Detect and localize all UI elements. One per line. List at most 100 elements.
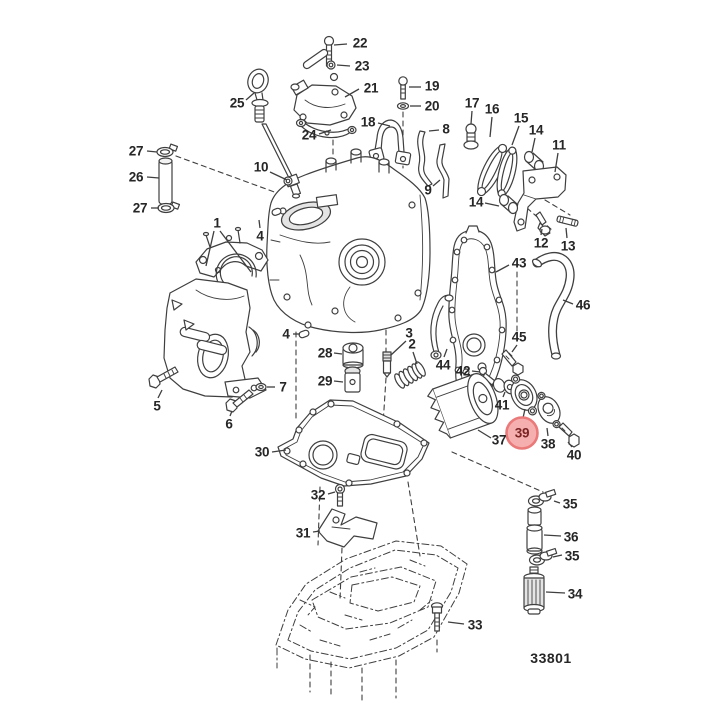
- leader-line: [565, 227, 568, 239]
- callout-5: 5: [153, 398, 161, 414]
- leader-line: [511, 344, 518, 353]
- leader-line: [471, 370, 481, 373]
- top-bracket-assembly-drawing: [290, 35, 357, 139]
- callout-27: 27: [128, 143, 144, 159]
- callout-37: 37: [491, 432, 507, 448]
- leader-line: [477, 429, 492, 439]
- callout-34: 34: [567, 586, 583, 602]
- leader-line: [567, 441, 573, 448]
- callout-17: 17: [464, 95, 480, 111]
- callout-45: 45: [511, 329, 527, 345]
- leader-line: [489, 116, 493, 138]
- oil-pan-drawing: [275, 540, 468, 669]
- oil-tube-drawing: [156, 143, 181, 214]
- leader-line: [146, 176, 160, 179]
- leader-line: [428, 129, 440, 132]
- oil-filter-drawing: [427, 373, 499, 439]
- callout-23: 23: [354, 58, 370, 74]
- callout-20: 20: [424, 98, 440, 114]
- callout-13: 13: [560, 238, 576, 254]
- callout-4: 4: [282, 326, 290, 342]
- callout-40: 40: [566, 447, 582, 463]
- leader-line: [531, 137, 536, 153]
- callout-33: 33: [467, 617, 483, 633]
- leader-line: [412, 351, 418, 365]
- callout-8: 8: [442, 121, 450, 137]
- leader-line: [432, 179, 441, 187]
- callout-11: 11: [552, 137, 566, 153]
- callout-16: 16: [484, 101, 500, 117]
- leader-line: [318, 129, 332, 135]
- leader-line: [269, 171, 288, 181]
- callout-29: 29: [317, 373, 333, 389]
- hose-drawing: [531, 252, 575, 360]
- filter-adapter-drawing: [510, 374, 580, 448]
- callout-41: 41: [494, 397, 510, 413]
- callout-9: 9: [424, 182, 432, 198]
- powerhead-base-drawing: [163, 226, 269, 399]
- callout-46: 46: [575, 297, 591, 313]
- leader-line: [219, 230, 252, 273]
- leader-line: [336, 64, 351, 67]
- callout-14: 14: [528, 122, 544, 138]
- leader-line: [271, 449, 287, 453]
- leader-line: [245, 92, 255, 101]
- engine-block-drawing: [266, 148, 431, 334]
- leader-line: [205, 230, 215, 267]
- leader-line: [470, 110, 473, 125]
- callout-38: 38: [540, 436, 556, 452]
- callout-2: 2: [408, 336, 416, 352]
- callout-30: 30: [254, 444, 270, 460]
- leader-line: [543, 534, 562, 537]
- callout-28: 28: [317, 345, 333, 361]
- callout-15: 15: [513, 110, 529, 126]
- drawing-number: 33801: [530, 650, 572, 666]
- leader-line: [157, 389, 163, 399]
- leader-line: [333, 380, 344, 383]
- callout-32: 32: [310, 487, 326, 503]
- leader-line: [229, 410, 233, 417]
- callout-39: 39: [514, 425, 530, 441]
- leader-line: [312, 530, 321, 533]
- callout-14: 14: [468, 194, 484, 210]
- leader-line: [511, 125, 520, 146]
- leader-line: [390, 340, 407, 356]
- leader-line: [546, 427, 549, 437]
- callout-18: 18: [360, 114, 376, 130]
- callout-42: 42: [455, 363, 471, 379]
- callout-21: 21: [363, 80, 379, 96]
- callout-3: 3: [405, 325, 413, 341]
- bolt19-washer20-drawing: [396, 76, 410, 110]
- pump-cover-fasteners-drawing: [478, 349, 524, 395]
- leader-line: [484, 202, 500, 207]
- anode-and-bolts-drawing: [317, 483, 444, 632]
- leader-line: [447, 621, 465, 625]
- callout-25: 25: [229, 95, 245, 111]
- mount-bracket-cluster-drawing: [463, 123, 579, 237]
- callout-6: 6: [225, 416, 233, 432]
- leader-line: [146, 150, 158, 153]
- leader-line: [333, 352, 343, 355]
- callout-4: 4: [256, 228, 264, 244]
- callout-35: 35: [562, 496, 578, 512]
- callout-10: 10: [253, 159, 269, 175]
- leader-line: [502, 391, 506, 398]
- leader-line: [553, 500, 561, 504]
- callout-27: 27: [132, 200, 148, 216]
- callout-26: 26: [128, 169, 144, 185]
- leader-line: [258, 219, 261, 229]
- fuel-filter-column-drawing: [523, 488, 558, 615]
- leader-line: [333, 43, 348, 46]
- leader-line: [545, 591, 566, 594]
- callout-1: 1: [213, 215, 221, 231]
- leader-lines-layer: [146, 43, 574, 625]
- callout-43: 43: [511, 255, 527, 271]
- leader-line: [443, 348, 448, 358]
- leader-line: [344, 88, 360, 98]
- spring-coils: [394, 361, 426, 389]
- highlight-circle: [505, 416, 539, 450]
- leader-line: [540, 228, 543, 236]
- callout-22: 22: [352, 35, 368, 51]
- bolts-5-6-7-drawing: [148, 366, 267, 413]
